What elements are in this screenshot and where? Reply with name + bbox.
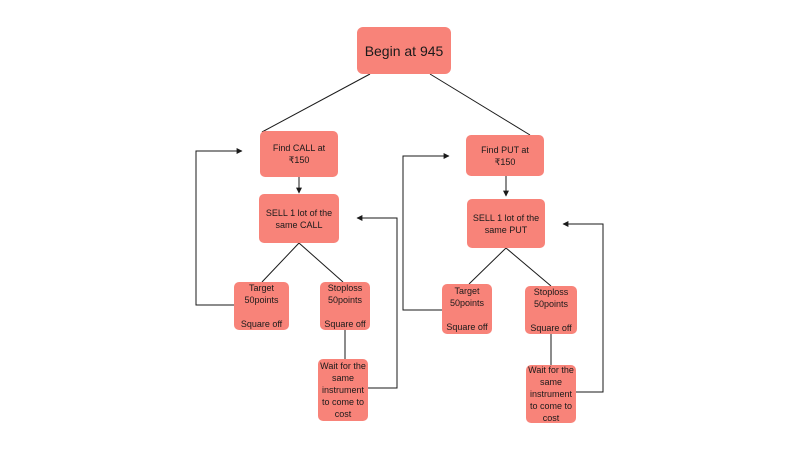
node-wait-call: Wait for the same instrument to come to … [318, 359, 368, 421]
node-sell-put: SELL 1 lot of the same PUT [467, 199, 545, 248]
node-find-call: Find CALL at ₹150 [260, 131, 338, 177]
node-wait-put: Wait for the same instrument to come to … [526, 365, 576, 423]
node-target-call: Target 50points Square off [234, 282, 289, 330]
edge-sell-put-to-target [468, 247, 507, 285]
edge-sell-call-to-stoploss [298, 242, 344, 283]
node-stoploss-put: Stoploss 50points Square off [525, 286, 577, 334]
edge-put-wait-loop [562, 221, 604, 393]
node-target-put: Target 50points Square off [442, 284, 492, 334]
edge-root-to-find-put [429, 73, 531, 136]
edge-call-target-loop [195, 148, 243, 306]
edge-call-wait-loop [356, 215, 398, 389]
node-find-put: Find PUT at ₹150 [466, 135, 544, 176]
node-begin: Begin at 945 [357, 27, 451, 74]
edge-put-target-loop [402, 153, 450, 311]
node-sell-call: SELL 1 lot of the same CALL [259, 194, 339, 243]
node-stoploss-call: Stoploss 50points Square off [320, 282, 370, 330]
edge-root-to-find-call [261, 73, 371, 133]
edge-sell-put-to-stoploss [505, 247, 552, 287]
edge-sell-call-to-target [261, 242, 300, 283]
